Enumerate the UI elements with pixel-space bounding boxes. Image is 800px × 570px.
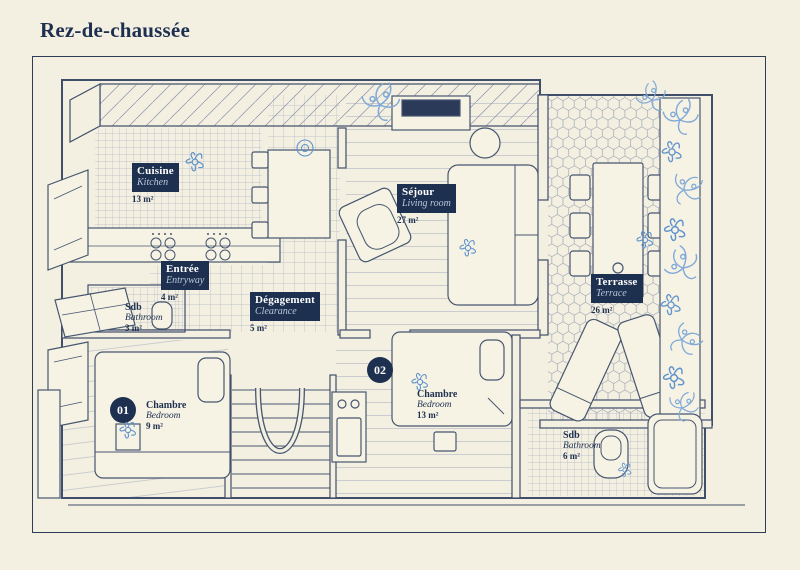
marker-01[interactable]: 01: [110, 397, 136, 423]
bathroom1-fixtures: [151, 301, 173, 330]
living-room-furniture: [338, 95, 539, 306]
page-title: Rez-de-chaussée: [40, 18, 190, 42]
marker-02[interactable]: 02: [367, 357, 393, 383]
kitchen-fixtures: [69, 149, 331, 263]
bathroom2-fixtures: [593, 413, 703, 495]
terrace-furniture: [549, 97, 701, 422]
staircase: [232, 387, 330, 489]
bedroom2-furniture: [331, 331, 513, 463]
windows-left: [37, 169, 136, 499]
room-label-chambre-1: Chambre Bedroom 9 m²: [146, 400, 187, 432]
plan-frame: [32, 56, 766, 533]
room-label-sdb-2: Sdb Bathroom 6 m²: [563, 430, 601, 462]
room-label-chambre-2: Chambre Bedroom 13 m²: [417, 389, 458, 421]
room-label-sdb-1: Sdb Bathroom 3 m²: [125, 302, 163, 334]
plant-decorations: [119, 77, 711, 477]
